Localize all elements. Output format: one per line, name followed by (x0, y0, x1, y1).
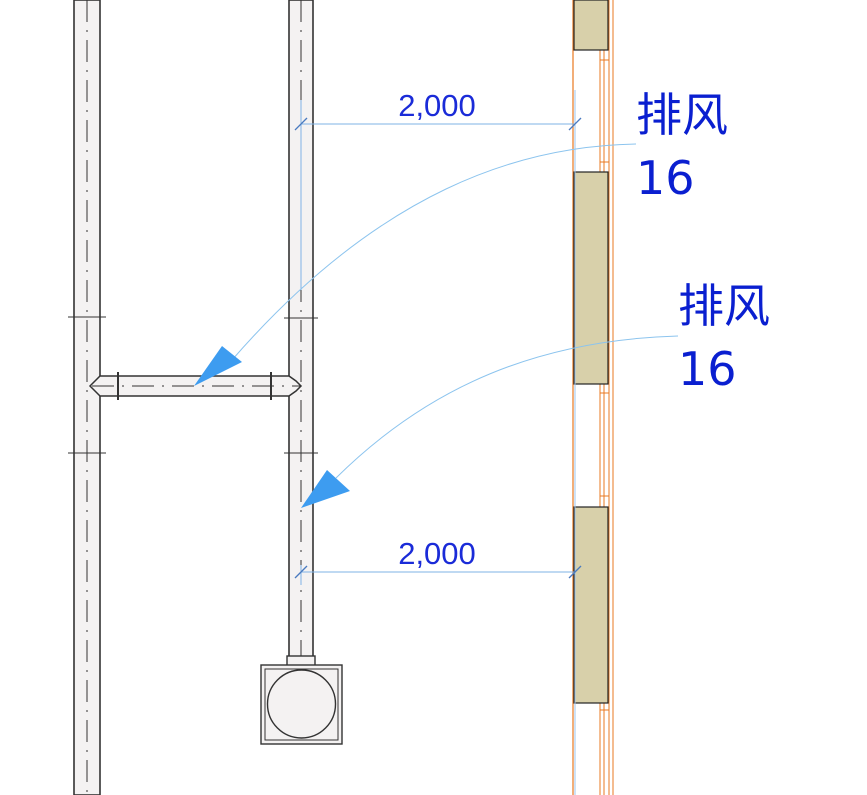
dimension-lower: 2,000 (294, 536, 582, 585)
leader-lower (301, 335, 679, 508)
branch-pipe-body (88, 375, 303, 397)
dimension-lower-tick-right (568, 565, 582, 579)
leader-lower-line (335, 335, 679, 479)
duct-tag-lower: 排风 16 (678, 279, 770, 396)
filled-triangle-arrow-icon (194, 346, 242, 386)
duct-tag-upper-system: 排风 (636, 88, 728, 142)
left-pipe-body (73, 0, 101, 795)
filled-triangle-arrow-icon (301, 470, 350, 508)
middle-vertical-pipe (284, 0, 318, 661)
window-panel-3 (573, 506, 609, 704)
leader-upper-line (231, 143, 637, 361)
dimension-lower-value: 2,000 (398, 536, 476, 571)
dimension-upper-tick-right (568, 117, 582, 131)
window-panel-1 (573, 0, 609, 51)
left-vertical-pipe (68, 0, 106, 795)
fitting-inner-box (264, 668, 339, 741)
duct-tag-upper-number: 16 (636, 151, 695, 205)
dimension-lower-tick-left (294, 565, 308, 579)
square-box-with-circle-icon (260, 655, 343, 745)
fitting-circle (266, 669, 337, 739)
duct-tag-lower-number: 16 (678, 342, 737, 396)
dimension-upper: 2,000 (294, 88, 582, 795)
leader-upper (194, 143, 637, 386)
dimension-upper-tick-left (294, 117, 308, 131)
window-panel-2 (573, 171, 609, 385)
dimension-upper-value: 2,000 (398, 88, 476, 123)
duct-tag-upper: 排风 16 (636, 88, 728, 205)
horizontal-branch-pipe (88, 372, 303, 400)
duct-tag-lower-system: 排风 (678, 279, 770, 333)
right-wall (572, 0, 614, 795)
